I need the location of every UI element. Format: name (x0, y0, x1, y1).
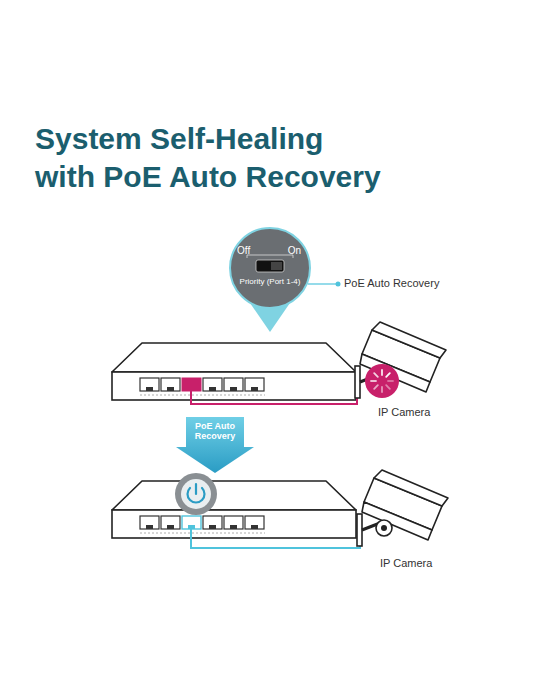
ip-camera (355, 322, 446, 398)
title: System Self-Healing with PoE Auto Recove… (35, 120, 381, 196)
device-label: IP Camera (378, 406, 430, 418)
poe-cable (191, 380, 357, 404)
arrow-label: PoE Auto Recovery (188, 421, 242, 441)
poe-switch (112, 481, 356, 538)
switch-caption: Priority (Port 1-4) (235, 277, 305, 286)
switch-label: On (288, 245, 301, 256)
circle-shape (229, 227, 311, 309)
ip-camera (357, 470, 448, 546)
recovery-icon (175, 473, 217, 515)
leader-dot (336, 282, 341, 287)
poe-cable (191, 529, 360, 548)
callout-circle: Off OnPriority (Port 1-4) (229, 227, 311, 309)
device-label: IP Camera (380, 557, 432, 569)
arrow-box: PoE Auto Recovery (176, 417, 254, 473)
leader-line (308, 283, 338, 284)
poe-switch (112, 343, 356, 400)
feature-label: PoE Auto Recovery (344, 277, 439, 289)
switch-label: Off (237, 245, 250, 256)
